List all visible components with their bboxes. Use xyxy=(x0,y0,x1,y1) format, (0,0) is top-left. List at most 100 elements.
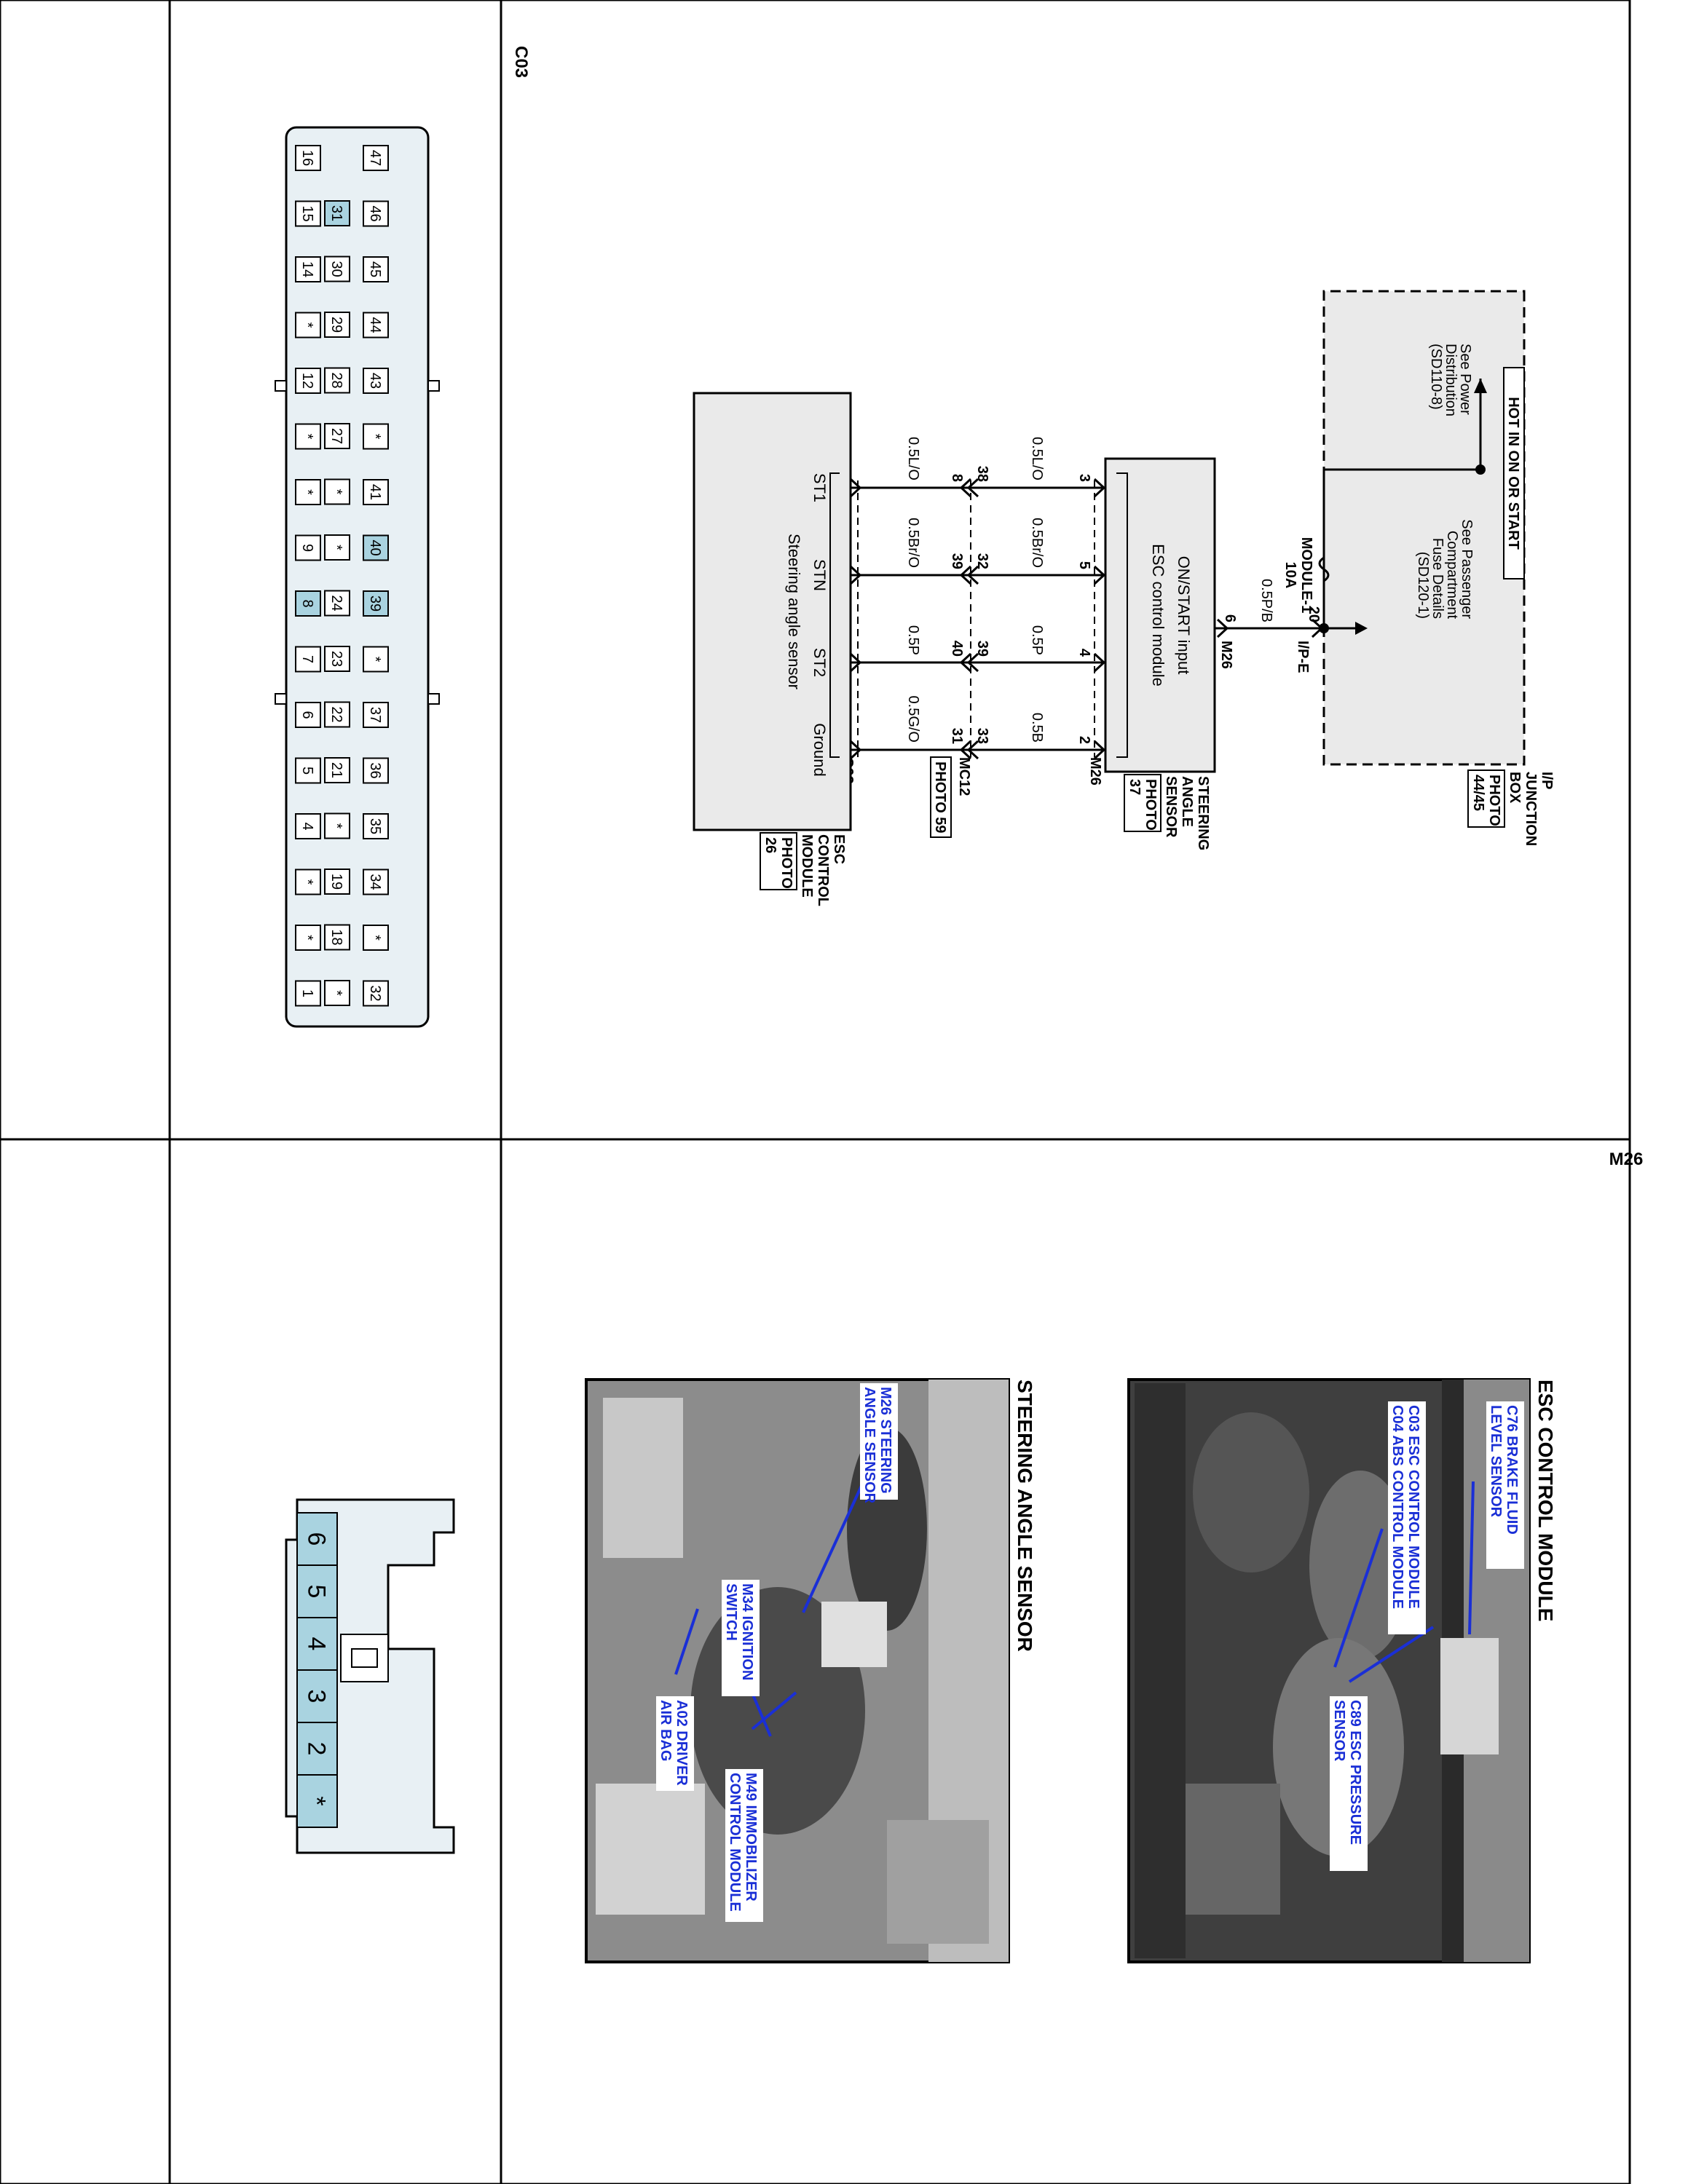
photo-steering-callout-3: M34 IGNITION SWITCH xyxy=(722,1580,760,1696)
photo-steering-callout-4: M49 IMMOBILIZER CONTROL MODULE xyxy=(725,1769,763,1922)
svg-text:0.5L/O: 0.5L/O xyxy=(905,437,921,480)
esc-module-box xyxy=(693,392,852,831)
svg-text:3: 3 xyxy=(1076,474,1092,482)
c03-housing xyxy=(285,126,430,1028)
svg-text:2: 2 xyxy=(1076,736,1092,744)
m26-pin-6: * xyxy=(302,1796,330,1805)
c03-pin-row-top-7-box xyxy=(295,479,321,505)
svg-text:0.5L/O: 0.5L/O xyxy=(1029,437,1045,480)
c03-pin-row-bot-7-box xyxy=(363,479,389,505)
c03-pin-row-top-2: 15 xyxy=(299,205,315,221)
steering-sensor-title: STEERING ANGLE SENSOR xyxy=(1163,776,1211,850)
m26-pin-6-box xyxy=(296,1774,338,1828)
c03-pin-row-mid-13-box xyxy=(324,869,350,895)
c03-pin-row-top-3-box xyxy=(295,256,321,282)
c03-pin-row-bot-8: 40 xyxy=(367,539,383,555)
c03-pin-row-top-10-box xyxy=(295,646,321,673)
c03-pin-row-top-15: * xyxy=(299,935,315,941)
wire-power-connector-bottom: M26 xyxy=(1218,641,1234,669)
svg-text:33: 33 xyxy=(974,728,990,744)
c03-pin-row-mid-14-box xyxy=(324,924,350,951)
steering-sensor-photo-box xyxy=(1124,774,1162,832)
wire-power-connector-top: I/P-E xyxy=(1295,641,1311,673)
svg-text:ESC: ESC xyxy=(831,834,847,864)
c03-pin-row-top-4: * xyxy=(299,323,315,328)
c03-pin-row-mid-11: 21 xyxy=(328,762,344,778)
svg-text:MODULE: MODULE xyxy=(799,834,815,898)
c03-pin-row-mid-12-box xyxy=(324,812,350,839)
svg-text:CONTROL MODULE: CONTROL MODULE xyxy=(727,1773,743,1912)
photo-esc-callout-1: C76 BRAKE FLUID LEVEL SENSOR xyxy=(1486,1401,1524,1569)
esc-module-bracket xyxy=(829,472,840,758)
svg-text:CONTROL: CONTROL xyxy=(815,834,831,906)
svg-text:0.5G/O: 0.5G/O xyxy=(905,696,921,743)
c03-pin-row-mid-14: 18 xyxy=(328,929,344,945)
c03-pin-row-bot-3: 45 xyxy=(367,261,383,277)
svg-text:STEERING: STEERING xyxy=(1195,776,1211,850)
m26-pin-5: 2 xyxy=(302,1742,330,1756)
c03-pin-row-bot-1: 47 xyxy=(367,150,383,166)
c03-pin-row-bot-10-box xyxy=(363,646,389,673)
c03-pin-row-mid-7-box xyxy=(324,534,350,561)
c03-pin-row-mid-10-box xyxy=(324,701,350,728)
svg-text:JUNCTION: JUNCTION xyxy=(1523,772,1539,846)
hot-label: HOT IN ON OR START xyxy=(1505,397,1521,550)
c03-pin-row-mid-4-box xyxy=(324,367,350,394)
c03-pin-row-mid-3-box xyxy=(324,312,350,338)
photo-esc-panel: ESC CONTROL MODULE C76 BRAKE FLUID LEVEL… xyxy=(1127,1378,1557,1963)
c03-pin-row-top-11-box xyxy=(295,702,321,728)
c03-latch-right xyxy=(427,693,440,705)
c03-pin-row-bot-2-box xyxy=(363,200,389,227)
hot-label-box xyxy=(1503,367,1525,579)
sensor-pin-numbers: 3 5 4 2 xyxy=(1076,474,1092,744)
svg-text:0.5Br/O: 0.5Br/O xyxy=(905,518,921,568)
svg-text:I/P: I/P xyxy=(1539,772,1555,789)
esc-signal-labels: ST1 STN ST2 Ground xyxy=(811,473,829,777)
c03-pin-row-mid-5-box xyxy=(324,423,350,449)
inline-photo-box xyxy=(930,756,952,838)
junction-photo-label: PHOTO xyxy=(1486,775,1502,826)
svg-text:40: 40 xyxy=(949,641,965,657)
svg-text:38: 38 xyxy=(974,466,990,482)
c03-pin-row-mid-15: * xyxy=(328,990,344,996)
c03-pin-row-top-2-box xyxy=(295,200,321,227)
c03-pin-row-mid-4: 28 xyxy=(328,372,344,388)
c03-pin-row-mid-8: 24 xyxy=(328,595,344,611)
c03-pin-row-mid-13: 19 xyxy=(328,874,344,890)
c03-pin-row-bot-14: 34 xyxy=(367,874,383,890)
photo-steering-title: STEERING ANGLE SENSOR xyxy=(1014,1380,1036,1652)
connector-outlines-dashed xyxy=(857,480,1095,757)
svg-text:32: 32 xyxy=(974,553,990,569)
svg-text:M26 STEERING: M26 STEERING xyxy=(877,1387,894,1494)
c03-pin-row-top-14-box xyxy=(295,869,321,895)
c03-pin-row-bot-10: * xyxy=(367,657,383,662)
c03-pin-row-mid-5: 27 xyxy=(328,428,344,444)
esc-module-title: ESC CONTROL MODULE xyxy=(799,834,847,906)
c03-pin-row-top-14: * xyxy=(299,879,315,885)
c03-pin-row-top-7: * xyxy=(299,489,315,495)
c03-pin-row-bot-3-box xyxy=(363,256,389,282)
wire-power-pin-bottom: 6 xyxy=(1222,614,1238,622)
c03-pin-row-top-16: 1 xyxy=(299,989,315,997)
c03-latch-left xyxy=(427,380,440,392)
c03-pin-row-mid-8-box xyxy=(324,590,350,617)
svg-text:SWITCH: SWITCH xyxy=(723,1583,739,1641)
pin-chevrons xyxy=(849,478,1106,760)
page-frame xyxy=(0,0,1631,2184)
steering-sensor-photo-number: 37 xyxy=(1127,779,1143,795)
wire-power-color: 0.5P/B xyxy=(1258,579,1274,622)
svg-text:Distribution: Distribution xyxy=(1443,344,1459,416)
c03-pin-row-bot-13-box xyxy=(363,813,389,839)
c03-pin-row-bot-15-box xyxy=(363,925,389,951)
svg-text:C76 BRAKE FLUID: C76 BRAKE FLUID xyxy=(1504,1405,1520,1535)
wire-colors-lower: 0.5L/O 0.5Br/O 0.5P 0.5G/O xyxy=(905,437,921,743)
steering-sensor-inner-bottom: ESC control module xyxy=(1149,544,1167,687)
c03-pin-row-bot-16-box xyxy=(363,980,389,1007)
inline-connector-name: MC12 xyxy=(956,757,972,796)
c03-pin-row-mid-10: 22 xyxy=(328,706,344,722)
connector-c03: C03 161514*12**987654**13130292827**2423… xyxy=(275,46,531,1028)
c03-pin-row-mid-12: * xyxy=(328,823,344,829)
